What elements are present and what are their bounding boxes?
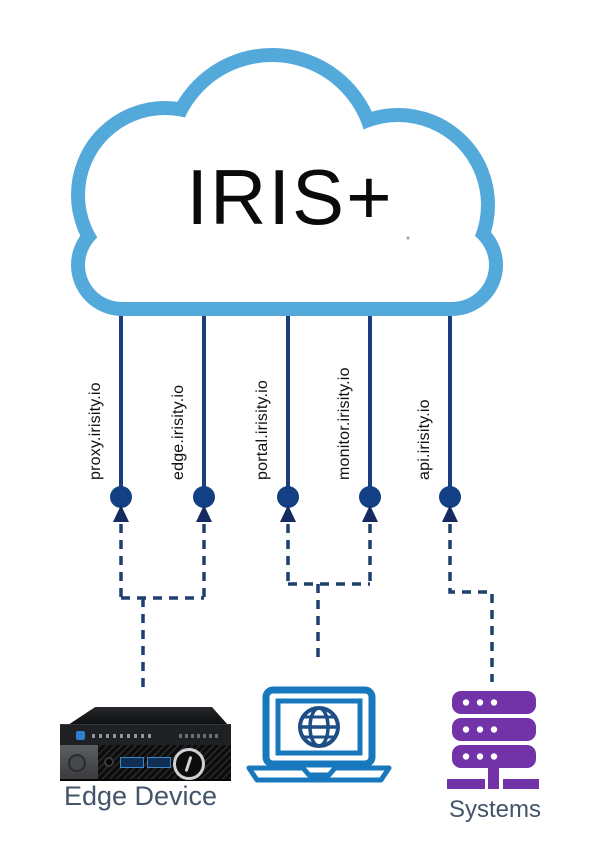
device-emblem-icon xyxy=(173,748,205,780)
endpoint-label-edge: edge.irisity.io xyxy=(170,384,187,480)
usb-port-icon xyxy=(147,757,171,768)
endpoint-lines xyxy=(119,300,452,490)
endpoint-dot-proxy xyxy=(110,486,132,508)
laptop-icon xyxy=(246,686,392,783)
edge-device-top xyxy=(68,707,228,725)
endpoint-dot-portal xyxy=(277,486,299,508)
brand-logo-icon xyxy=(76,731,85,740)
usb-port-icon xyxy=(120,757,144,768)
edge-device-label: Edge Device xyxy=(63,781,218,811)
arrowhead-icon xyxy=(362,505,378,522)
arrowhead-icon xyxy=(442,505,458,522)
power-button-icon xyxy=(68,754,86,772)
brand-text-blur xyxy=(92,734,154,738)
cloud-shape xyxy=(71,48,503,316)
systems-label: Systems xyxy=(448,796,541,823)
laptop-base xyxy=(246,765,392,783)
model-text-blur xyxy=(179,734,219,738)
dashed-connectors xyxy=(119,524,494,692)
emblem-slash xyxy=(184,755,193,773)
endpoint-dot-monitor xyxy=(359,486,381,508)
arrowheads xyxy=(113,505,458,522)
dashed-connector-laptop xyxy=(286,524,372,661)
edge-device-front xyxy=(60,745,231,781)
endpoint-dot-api xyxy=(439,486,461,508)
speck xyxy=(406,236,410,240)
dashed-connector-systems xyxy=(448,524,494,682)
endpoint-dot-edge xyxy=(193,486,215,508)
endpoint-label-proxy: proxy.irisity.io xyxy=(87,382,104,480)
audio-jack-icon xyxy=(106,759,112,765)
endpoint-label-monitor: monitor.irisity.io xyxy=(336,367,353,480)
systems-icon xyxy=(447,691,539,789)
edge-device-image xyxy=(58,702,233,782)
globe-icon xyxy=(298,706,340,748)
arrowhead-icon xyxy=(196,505,212,522)
endpoint-label-api: api.irisity.io xyxy=(416,399,433,480)
arrowhead-icon xyxy=(113,505,129,522)
arrowhead-icon xyxy=(280,505,296,522)
endpoint-label-portal: portal.irisity.io xyxy=(254,379,271,480)
front-panel xyxy=(60,745,98,779)
cloud-title: IRIS+ xyxy=(186,153,394,241)
edge-device-midband xyxy=(60,724,231,746)
dashed-connector-edge-device xyxy=(119,524,206,692)
endpoint-dots xyxy=(110,486,461,508)
